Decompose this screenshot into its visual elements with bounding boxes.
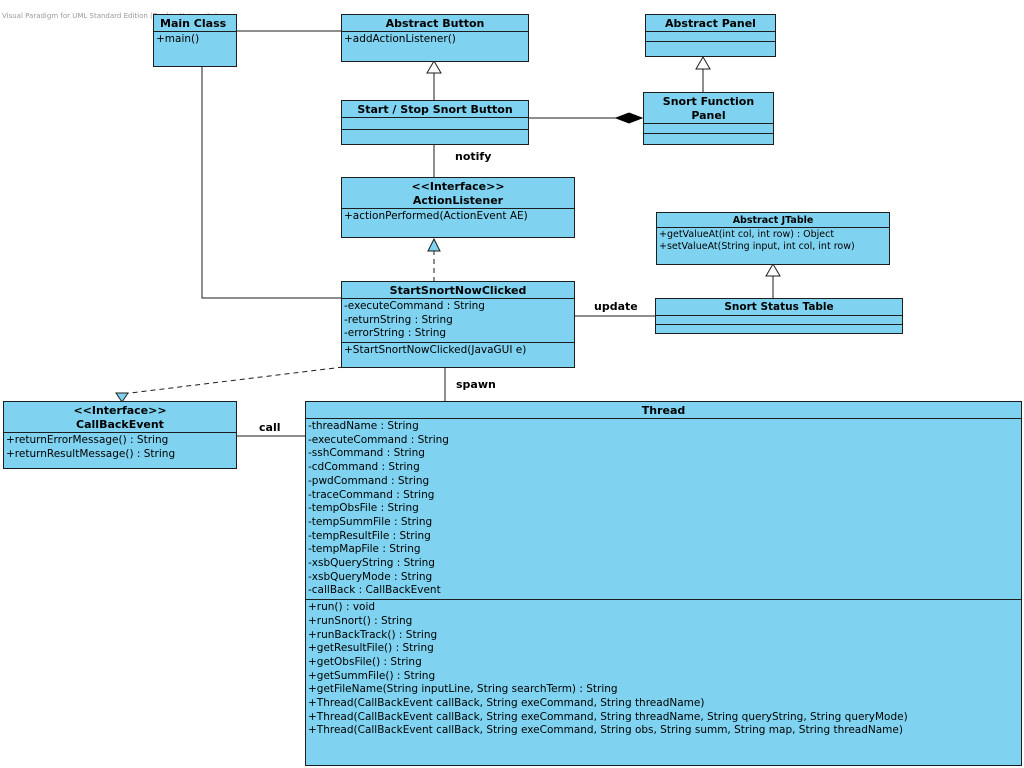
class-name-line: Panel — [691, 109, 726, 122]
attribute: -tempResultFile : String — [308, 529, 431, 542]
methods-section — [644, 134, 773, 136]
methods-section: +main() — [154, 32, 236, 48]
methods-section — [646, 42, 775, 44]
method: +Thread(CallBackEvent callBack, String e… — [308, 710, 908, 723]
attribute: -traceCommand : String — [308, 488, 435, 501]
attributes-section — [342, 118, 528, 130]
label-call: call — [259, 421, 281, 434]
class-name: <<Interface>> ActionListener — [342, 178, 574, 209]
attribute: -tempSummFile : String — [308, 515, 433, 528]
attribute: -executeCommand : String — [344, 300, 485, 312]
class-abstract-panel[interactable]: Abstract Panel — [645, 14, 776, 57]
class-name: Abstract JTable — [657, 213, 889, 228]
method: +getResultFile() : String — [308, 642, 434, 655]
method: +StartSnortNowClicked(JavaGUI e) — [344, 344, 527, 357]
method: +setValueAt(String input, int col, int r… — [659, 241, 855, 252]
stereotype: <<Interface>> — [411, 180, 505, 193]
generalization-arrowhead — [695, 56, 711, 70]
interface-callback-event[interactable]: <<Interface>> CallBackEvent +returnError… — [3, 401, 237, 469]
association-main-to-startsnort — [201, 66, 342, 299]
method: +runBackTrack() : String — [308, 628, 438, 641]
class-name: StartSnortNowClicked — [342, 282, 574, 299]
method: +run() : void — [308, 601, 376, 614]
class-name: Snort Status Table — [656, 299, 902, 316]
method: +runSnort() : String — [308, 614, 413, 627]
label-notify: notify — [455, 150, 492, 163]
realization-arrowhead — [115, 392, 129, 403]
method: +main() — [156, 33, 200, 45]
interface-name: CallBackEvent — [76, 418, 164, 431]
method: +getSummFile() : String — [308, 669, 436, 682]
methods-section: +getValueAt(int col, int row) : Object +… — [657, 228, 889, 254]
interface-action-listener[interactable]: <<Interface>> ActionListener +actionPerf… — [341, 177, 575, 238]
class-snort-status-table[interactable]: Snort Status Table — [655, 298, 903, 334]
generalization-arrowhead — [426, 60, 442, 74]
methods-section — [656, 325, 902, 327]
class-main-class[interactable]: Main Class +main() — [153, 14, 237, 67]
attributes-section — [656, 316, 902, 325]
composition-diamond — [614, 112, 644, 124]
attributes-section: -executeCommand : String -returnString :… — [342, 299, 574, 344]
method: +getValueAt(int col, int row) : Object — [659, 229, 835, 240]
class-name-line: Snort Function — [662, 95, 755, 108]
attribute: -xsbQueryMode : String — [308, 570, 433, 583]
method: +actionPerformed(ActionEvent AE) — [344, 210, 528, 222]
realization-arrowhead — [427, 237, 441, 252]
methods-section: +addActionListener() — [342, 32, 528, 48]
generalization-arrowhead — [765, 263, 781, 277]
method: +getObsFile() : String — [308, 655, 422, 668]
method: +returnErrorMessage() : String — [6, 434, 169, 446]
method: +getFileName(String inputLine, String se… — [308, 683, 618, 696]
attributes-section: -threadName : String -executeCommand : S… — [306, 419, 1021, 601]
watermark: Visual Paradigm for UML Standard Edition… — [2, 12, 218, 20]
attributes-section — [646, 32, 775, 42]
interface-name: ActionListener — [412, 194, 504, 207]
methods-section: +run() : void +runSnort() : String +runB… — [306, 600, 1021, 739]
class-thread[interactable]: Thread -threadName : String -executeComm… — [305, 401, 1022, 766]
attributes-section — [644, 124, 773, 134]
method: +addActionListener() — [344, 33, 456, 45]
class-name: <<Interface>> CallBackEvent — [4, 402, 236, 433]
class-snort-function-panel[interactable]: Snort Function Panel — [643, 92, 774, 145]
attribute: -executeCommand : String — [308, 433, 449, 446]
methods-section: +returnErrorMessage() : String +returnRe… — [4, 433, 236, 462]
attribute: -sshCommand : String — [308, 447, 425, 460]
class-name: Snort Function Panel — [644, 93, 773, 124]
attribute: -threadName : String — [308, 420, 419, 432]
class-name: Main Class — [154, 15, 236, 32]
attribute: -tempObsFile : String — [308, 502, 419, 515]
method: +Thread(CallBackEvent callBack, String e… — [308, 697, 705, 710]
method: +Thread(CallBackEvent callBack, String e… — [308, 724, 903, 737]
class-name: Start / Stop Snort Button — [342, 101, 528, 118]
realization-line-callback — [121, 366, 344, 395]
label-spawn: spawn — [456, 378, 496, 391]
attribute: -callBack : CallBackEvent — [308, 584, 441, 597]
methods-section: +actionPerformed(ActionEvent AE) — [342, 209, 574, 225]
attribute: -xsbQueryString : String — [308, 557, 435, 570]
attribute: -errorString : String — [344, 327, 447, 340]
methods-section — [342, 130, 528, 132]
attribute: -cdCommand : String — [308, 461, 420, 474]
attribute: -returnString : String — [344, 313, 453, 326]
class-start-snort-now-clicked[interactable]: StartSnortNowClicked -executeCommand : S… — [341, 281, 575, 368]
label-update: update — [594, 300, 638, 313]
class-name: Thread — [306, 402, 1021, 419]
class-name: Abstract Button — [342, 15, 528, 32]
method: +returnResultMessage() : String — [6, 447, 176, 460]
class-start-stop-snort-button[interactable]: Start / Stop Snort Button — [341, 100, 529, 145]
methods-section: +StartSnortNowClicked(JavaGUI e) — [342, 343, 574, 359]
attribute: -pwdCommand : String — [308, 474, 430, 487]
stereotype: <<Interface>> — [73, 404, 167, 417]
attribute: -tempMapFile : String — [308, 543, 421, 556]
class-abstract-button[interactable]: Abstract Button +addActionListener() — [341, 14, 529, 62]
class-name: Abstract Panel — [646, 15, 775, 32]
class-abstract-jtable[interactable]: Abstract JTable +getValueAt(int col, int… — [656, 212, 890, 265]
